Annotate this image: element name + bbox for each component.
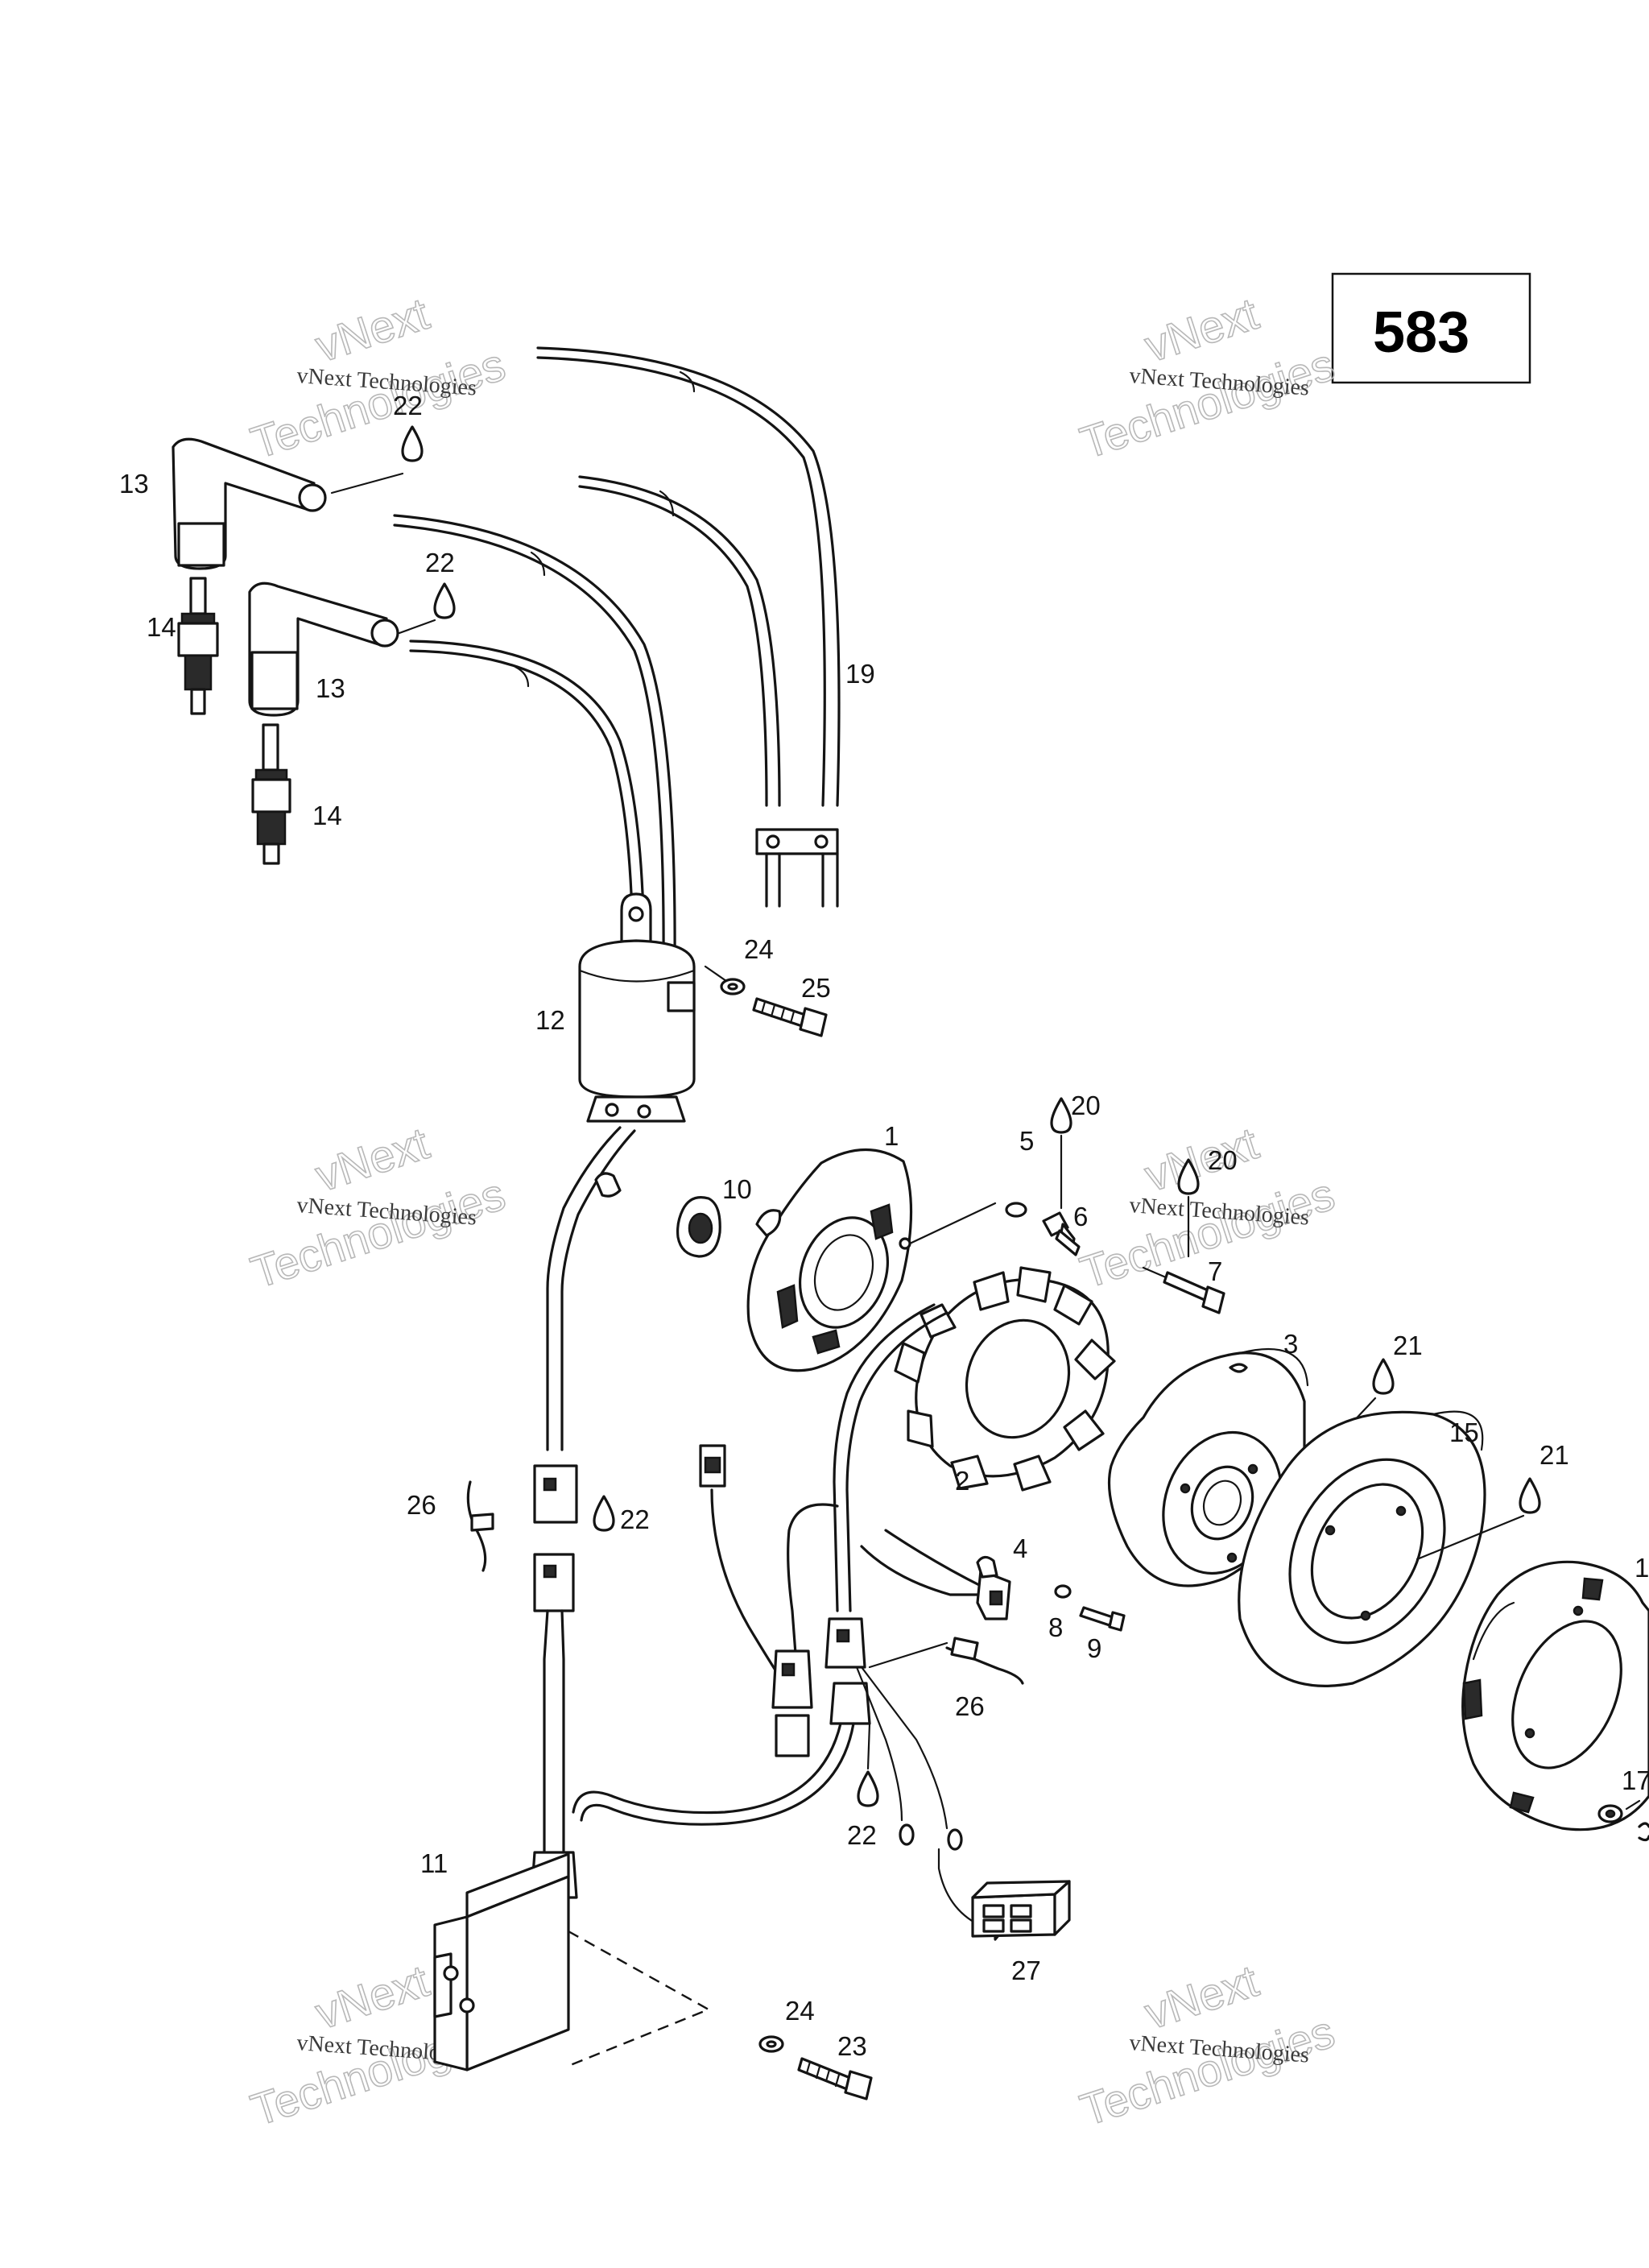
grease-drop-icon — [857, 1722, 879, 1807]
trigger-plate — [746, 1148, 913, 1372]
callout-22-d: 22 — [847, 1820, 877, 1850]
spark-plug-lower — [251, 723, 291, 865]
callout-14-lower: 14 — [312, 801, 342, 830]
leader-line — [704, 965, 728, 983]
callout-5: 5 — [1019, 1126, 1034, 1156]
cdi-module — [433, 1852, 570, 2071]
cable-tie — [466, 1480, 494, 1572]
connector-housing — [937, 1848, 1071, 1941]
watermark-big-bottom: Technologies — [1074, 2005, 1340, 2135]
grommet — [676, 1196, 721, 1258]
connector — [533, 1553, 575, 1612]
callout-10: 10 — [722, 1174, 752, 1204]
watermark-big-top: vNext — [309, 1955, 435, 2038]
callout-13-lower: 13 — [316, 673, 345, 703]
high-tension-wires — [393, 346, 841, 968]
thread-locker-drop-icon — [1050, 1097, 1072, 1210]
screw — [1079, 1606, 1126, 1632]
reference-number: 583 — [1373, 300, 1469, 365]
grease-drop-icon — [330, 425, 424, 495]
callout-2: 2 — [955, 1466, 969, 1496]
callout-13-upper: 13 — [119, 469, 149, 499]
callout-3: 3 — [1283, 1329, 1298, 1359]
callout-21-a: 21 — [1393, 1331, 1423, 1360]
washer — [1054, 1584, 1072, 1599]
watermark-big-top: vNext — [1139, 1117, 1264, 1201]
cable-tie — [868, 1637, 1024, 1685]
thread-locker-drop-icon — [1415, 1477, 1541, 1561]
callout-27: 27 — [1011, 1956, 1041, 1985]
callout-6: 6 — [1073, 1202, 1088, 1231]
watermark-big-top: vNext — [309, 1117, 435, 1201]
callout-26-b: 26 — [955, 1691, 985, 1721]
callout-1: 1 — [884, 1121, 899, 1151]
watermark-top-left: vNext Technologies vNext Technologies — [244, 287, 511, 469]
callout-16-partial: 1 — [1635, 1553, 1649, 1583]
callout-12: 12 — [535, 1005, 565, 1035]
spark-plug-upper — [177, 577, 219, 715]
stator — [894, 1266, 1116, 1492]
callout-24-b: 24 — [785, 1996, 815, 2026]
spark-plug-cap-lower — [248, 581, 399, 717]
callout-20-a: 20 — [1071, 1091, 1101, 1120]
watermark-big-top: vNext — [1139, 1955, 1264, 2038]
sensor — [884, 1529, 1011, 1620]
callout-22-b: 22 — [425, 548, 455, 577]
callout-15: 15 — [1449, 1418, 1479, 1447]
callout-25: 25 — [801, 973, 831, 1003]
spark-plug-cap-upper — [172, 437, 327, 570]
wire — [543, 1609, 549, 1854]
watermark-big-top: vNext — [309, 288, 435, 371]
bolt — [797, 2057, 873, 2100]
callout-4: 4 — [1013, 1533, 1027, 1563]
grease-drop-icon — [593, 1495, 615, 1532]
connector — [771, 1649, 813, 1757]
callout-22-c: 22 — [620, 1504, 650, 1534]
reference-box: 583 — [1331, 272, 1531, 384]
callout-7: 7 — [1208, 1256, 1222, 1286]
mounting-dash-line — [568, 1930, 711, 2067]
callout-11: 11 — [420, 1848, 448, 1878]
watermark-middle-left: vNext Technologies vNext Technologies — [244, 1116, 511, 1298]
partial-part — [1638, 1822, 1649, 1842]
callout-21-b: 21 — [1539, 1440, 1569, 1470]
callout-17: 17 — [1622, 1765, 1649, 1795]
callout-22-a: 22 — [393, 391, 423, 420]
callout-8: 8 — [1048, 1612, 1063, 1642]
starter-cup — [1461, 1560, 1649, 1831]
ignition-coil — [578, 892, 696, 1123]
watermark-big-bottom: Technologies — [1074, 338, 1340, 468]
watermark-big-top: vNext — [1139, 288, 1264, 371]
washer — [758, 2035, 784, 2053]
watermark-top-right: vNext Technologies vNext Technologies — [1073, 287, 1341, 469]
callout-23: 23 — [837, 2031, 867, 2061]
callout-14-upper: 14 — [147, 612, 176, 642]
watermark-bottom-right: vNext Technologies vNext Technologies — [1073, 1954, 1341, 2136]
leader-line — [1142, 1266, 1168, 1279]
stator-harness — [572, 1303, 984, 1851]
screw — [1042, 1211, 1081, 1256]
starter-pulley — [1238, 1410, 1486, 1687]
washer — [1597, 1799, 1641, 1823]
wire — [560, 1609, 565, 1854]
coil-harness — [533, 1126, 636, 1524]
callout-24-a: 24 — [744, 934, 774, 964]
thread-locker-drop-icon — [1177, 1158, 1200, 1258]
callout-26-a: 26 — [407, 1490, 436, 1520]
leader-line — [908, 1202, 997, 1245]
washer — [1005, 1202, 1027, 1218]
callout-20-b: 20 — [1208, 1145, 1238, 1175]
screw — [1163, 1271, 1225, 1314]
washer — [720, 978, 746, 995]
grease-drop-icon — [398, 582, 456, 635]
callout-9: 9 — [1087, 1633, 1101, 1663]
bolt — [752, 997, 828, 1037]
callout-19: 19 — [845, 659, 875, 689]
watermark-big-bottom: Technologies — [245, 338, 510, 468]
watermark-big-bottom: Technologies — [245, 1168, 510, 1297]
